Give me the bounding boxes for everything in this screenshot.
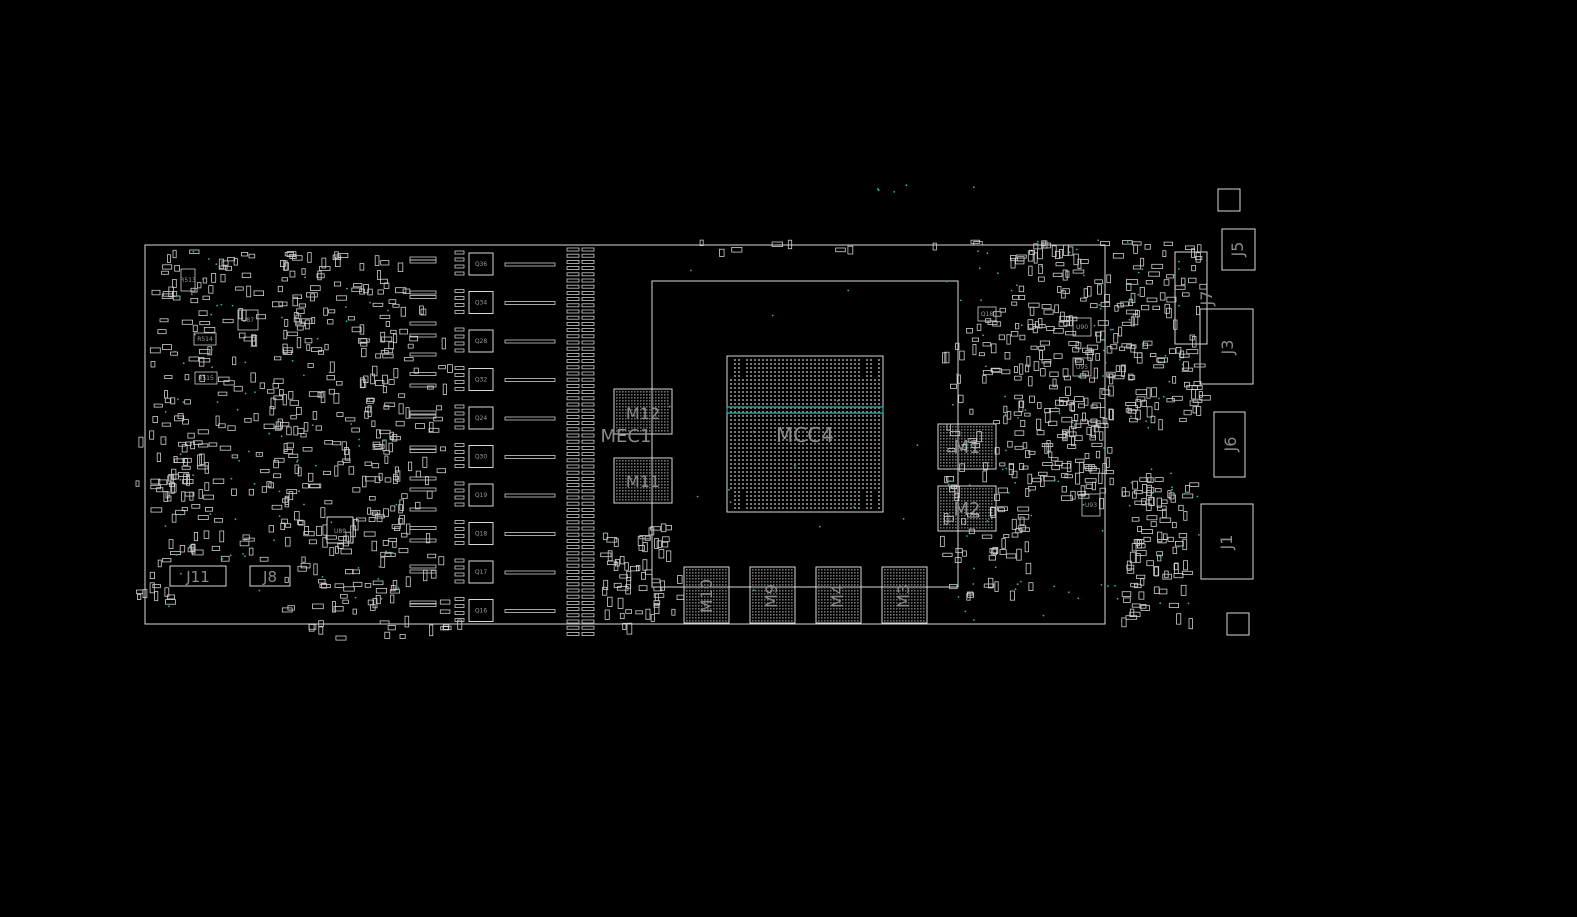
m4-label: M4 (828, 584, 847, 608)
via-dots (164, 184, 1200, 621)
vrm-label: Q36 (475, 261, 488, 268)
board-outline (144, 244, 1106, 625)
part-r515[interactable]: R515 (194, 371, 218, 385)
j5-label: J5 (1228, 242, 1247, 258)
part-u87[interactable]: U87 (237, 309, 259, 331)
memory-chip-m12[interactable]: M12 (613, 388, 673, 435)
memory-chip-m3[interactable]: M3 (881, 566, 928, 624)
connector-j8[interactable]: J8 (249, 565, 291, 587)
vrm-mosfet[interactable]: Q36 (409, 250, 556, 276)
connector-j11[interactable]: J11 (169, 565, 227, 587)
mount-pad-bottom (1226, 612, 1250, 636)
vrm-mosfet[interactable]: Q24 (409, 404, 556, 430)
m3-label: M3 (894, 584, 913, 608)
vrm-label: Q24 (475, 415, 488, 422)
u93-label: U93 (1085, 502, 1097, 509)
memory-chip-m4[interactable]: M4 (815, 566, 862, 624)
vrm-mosfet[interactable]: Q34 (409, 289, 556, 314)
part-u95[interactable]: U95 (1072, 357, 1092, 377)
m12-label: M12 (626, 404, 660, 423)
j11-label: J11 (185, 568, 210, 586)
j6-label: J6 (1221, 437, 1240, 453)
part-u93[interactable]: U93 (1081, 493, 1101, 517)
vrm-mosfet[interactable]: Q18 (409, 520, 556, 545)
part-r514[interactable]: R514 (193, 332, 217, 346)
vrm-label: Q17 (475, 569, 488, 576)
part-u90[interactable]: U90 (1072, 317, 1092, 337)
connector-j5[interactable]: J5 (1221, 228, 1256, 271)
memory-chip-m10[interactable]: M10 (683, 566, 730, 624)
mec-label: MEC1 (601, 426, 652, 447)
passive-components (135, 239, 1211, 641)
u95-label: U95 (1076, 364, 1088, 371)
connector-j1[interactable]: J1 (1200, 503, 1254, 580)
u87-label: U87 (242, 317, 254, 324)
q18-label: Q18 (981, 311, 994, 318)
vrm-label: Q16 (475, 608, 488, 615)
memory-chip-m1[interactable]: M1 (937, 423, 997, 470)
r515-label: R515 (198, 375, 214, 382)
gpu-ball-grid (730, 359, 880, 509)
vrm-mosfet[interactable]: Q19 (409, 481, 556, 507)
connector-j3[interactable]: J3 (1199, 308, 1254, 385)
vrm-label: Q18 (475, 531, 488, 538)
m2-label: M2 (954, 499, 981, 520)
r514-label: R514 (197, 336, 213, 343)
vrm-mosfet[interactable]: Q30 (409, 443, 556, 468)
vrm-mosfet[interactable]: Q16 (409, 597, 556, 622)
gpu-chip[interactable]: MCC4 (726, 355, 884, 513)
mount-pad-top (1217, 188, 1241, 212)
j3-label: J3 (1218, 340, 1237, 356)
u89-label: U89 (334, 528, 346, 535)
u90-label: U90 (1076, 324, 1088, 331)
j8-label: J8 (262, 568, 277, 586)
memory-chip-m11[interactable]: M11 (613, 457, 673, 504)
gpu-label: MCC4 (776, 423, 834, 447)
r513-label: R513 (180, 277, 196, 284)
part-r513[interactable]: R513 (180, 268, 196, 292)
vrm-label: Q28 (475, 338, 488, 345)
connector-j6[interactable]: J6 (1213, 411, 1246, 478)
vrm-label: Q19 (475, 492, 488, 499)
j7-label: J7 (1197, 291, 1216, 307)
vrm-label: Q30 (475, 454, 488, 461)
j1-label: J1 (1217, 535, 1236, 551)
part-q18[interactable]: Q18 (977, 306, 997, 322)
vrm-label: Q32 (475, 377, 488, 384)
m10-label: M10 (697, 579, 716, 613)
vrm-mosfet[interactable]: Q28 (409, 327, 556, 353)
vrm-label: Q34 (475, 300, 488, 307)
vrm-mosfet[interactable]: Q32 (409, 366, 556, 391)
memory-chip-m9[interactable]: M9 (749, 566, 796, 624)
m11-label: M11 (626, 472, 660, 491)
m9-label: M9 (762, 584, 781, 608)
vrm-mosfet[interactable]: Q17 (409, 558, 556, 584)
